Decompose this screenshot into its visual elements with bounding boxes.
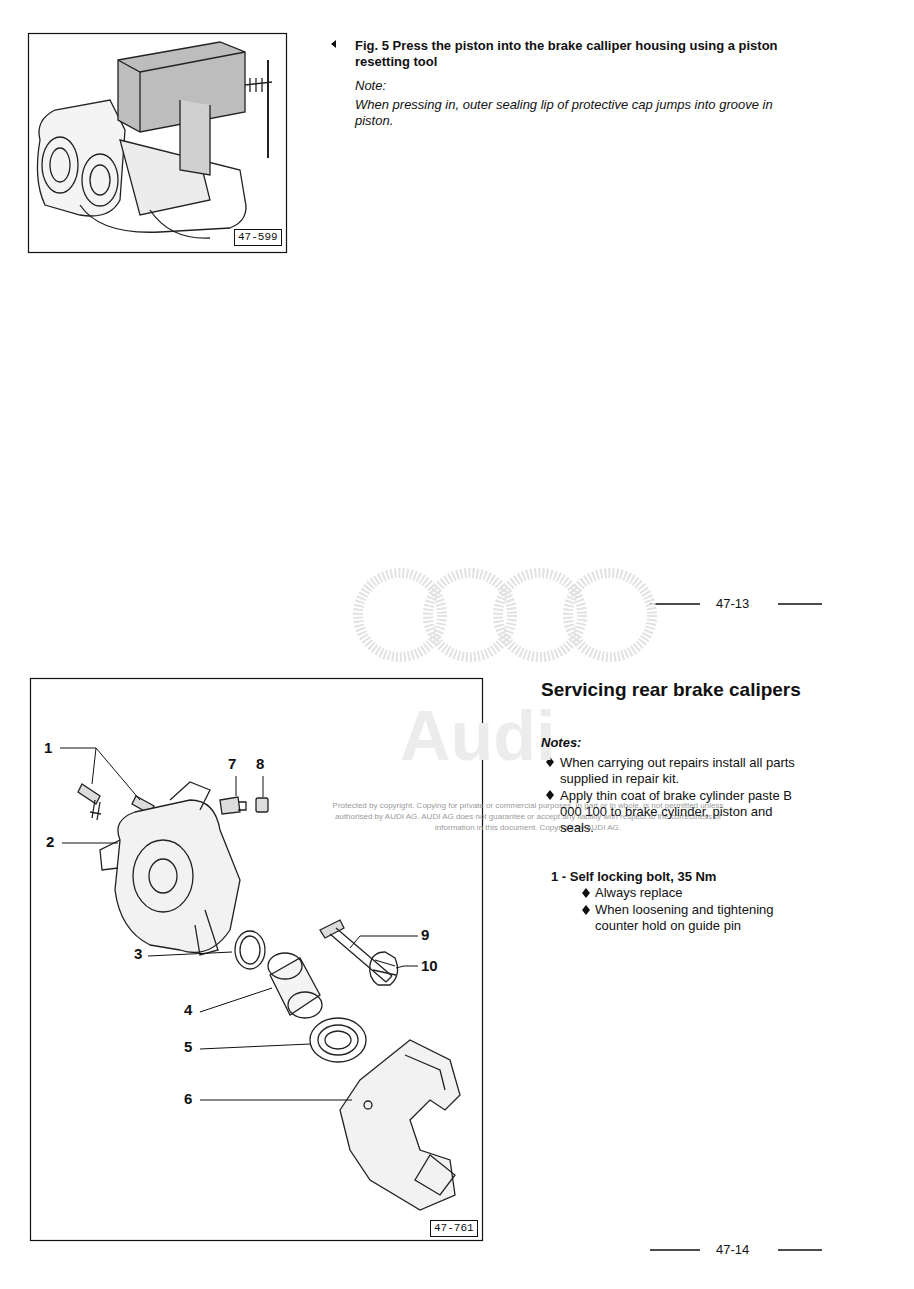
callout-number: 8 <box>256 755 276 772</box>
figure-caption: Fig. 5 Press the piston into the brake c… <box>355 38 795 70</box>
part-note: When loosening and tightening counter ho… <box>595 902 815 934</box>
figure-number: 47-761 <box>434 1222 474 1234</box>
callout-number: 9 <box>421 926 441 943</box>
figure-tag: 47-761 <box>430 1220 478 1237</box>
callout-number: 10 <box>421 957 451 974</box>
figure-number: 47-599 <box>238 231 278 243</box>
note-heading: Note: <box>355 78 555 94</box>
callout-number: 3 <box>134 945 154 962</box>
figure-tag: 47-599 <box>234 229 282 246</box>
part-note: Always replace <box>595 885 815 901</box>
page-number: 47-14 <box>716 1242 776 1258</box>
notes-heading: Notes: <box>541 735 661 751</box>
note-item: When carrying out repairs install all pa… <box>560 755 810 787</box>
note-item: Apply thin coat of brake cylinder paste … <box>560 788 810 836</box>
page-number: 47-13 <box>716 596 776 612</box>
note-text: When pressing in, outer sealing lip of p… <box>355 97 795 129</box>
callout-number: 6 <box>184 1090 204 1107</box>
callout-number: 4 <box>184 1001 204 1018</box>
callout-number: 2 <box>46 833 66 850</box>
callout-number: 7 <box>228 755 248 772</box>
callout-number: 5 <box>184 1038 204 1055</box>
section-heading: Servicing rear brake calipers <box>541 680 811 700</box>
part-description: 1 - Self locking bolt, 35 Nm <box>551 869 811 885</box>
callout-number: 1 <box>44 739 64 756</box>
